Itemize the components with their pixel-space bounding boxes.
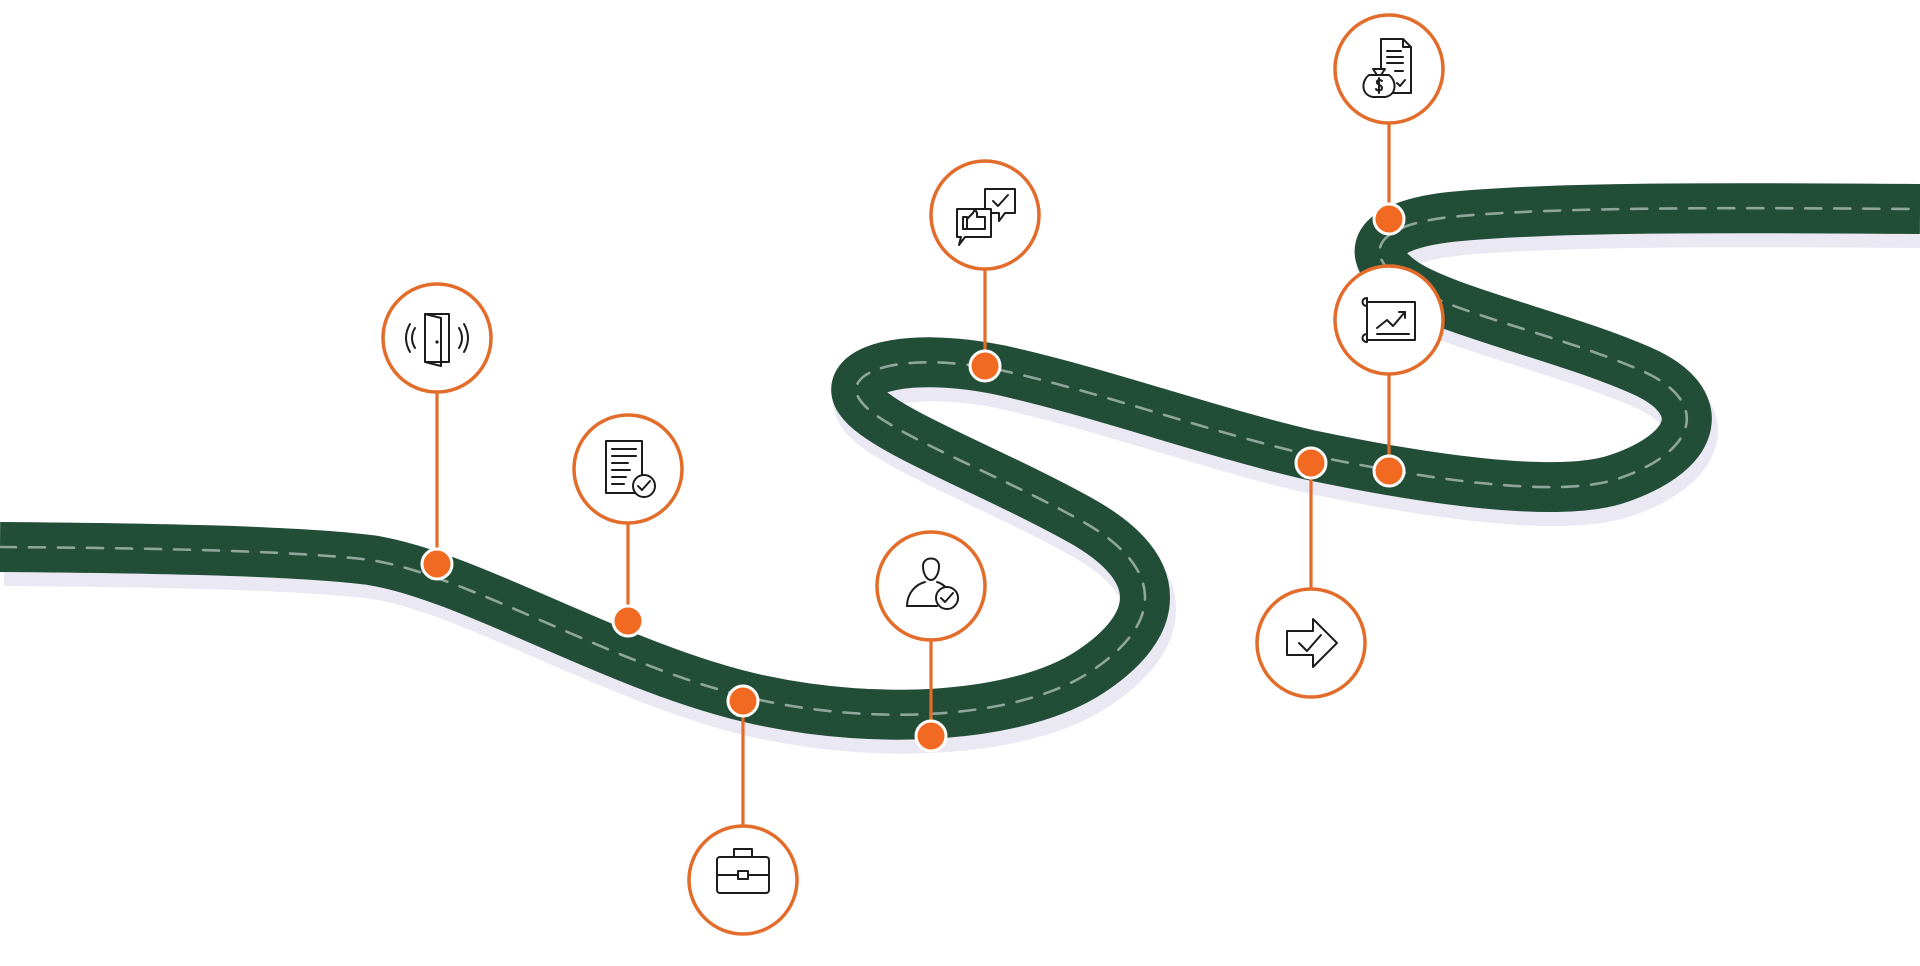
- road-dot[interactable]: [1294, 446, 1328, 480]
- road-dot[interactable]: [726, 684, 760, 718]
- user-check-icon: [906, 557, 959, 610]
- milestone-next-step[interactable]: [1255, 446, 1367, 699]
- road: [0, 183, 1920, 754]
- road-dot[interactable]: [611, 604, 645, 638]
- icon-circle[interactable]: [381, 282, 493, 394]
- icon-circle[interactable]: [1333, 13, 1445, 125]
- money-bag-document-icon: [1362, 38, 1412, 98]
- icon-circle[interactable]: [875, 530, 987, 642]
- milestone-checklist[interactable]: [572, 413, 684, 638]
- road-dot[interactable]: [1372, 202, 1406, 236]
- briefcase-icon: [716, 848, 770, 894]
- road-dot[interactable]: [1372, 454, 1406, 488]
- road-dot[interactable]: [968, 349, 1002, 383]
- document-checklist-icon: [605, 440, 656, 498]
- blueprint-growth-icon: [1361, 297, 1416, 343]
- milestone-feedback[interactable]: [929, 159, 1041, 383]
- milestone-door[interactable]: [381, 282, 493, 581]
- road-dot[interactable]: [420, 547, 454, 581]
- milestone-briefcase[interactable]: [687, 684, 799, 936]
- road-dot[interactable]: [914, 719, 948, 753]
- milestone-plan-growth[interactable]: [1333, 264, 1445, 488]
- icon-circle[interactable]: [1333, 264, 1445, 376]
- milestone-payroll-contract[interactable]: [1333, 13, 1445, 236]
- thumbs-up-chat-icon: [956, 188, 1016, 246]
- milestone-approved-person[interactable]: [875, 530, 987, 753]
- arrow-check-icon: [1286, 618, 1338, 668]
- icon-circle[interactable]: [1255, 587, 1367, 699]
- open-door-icon: [405, 313, 469, 367]
